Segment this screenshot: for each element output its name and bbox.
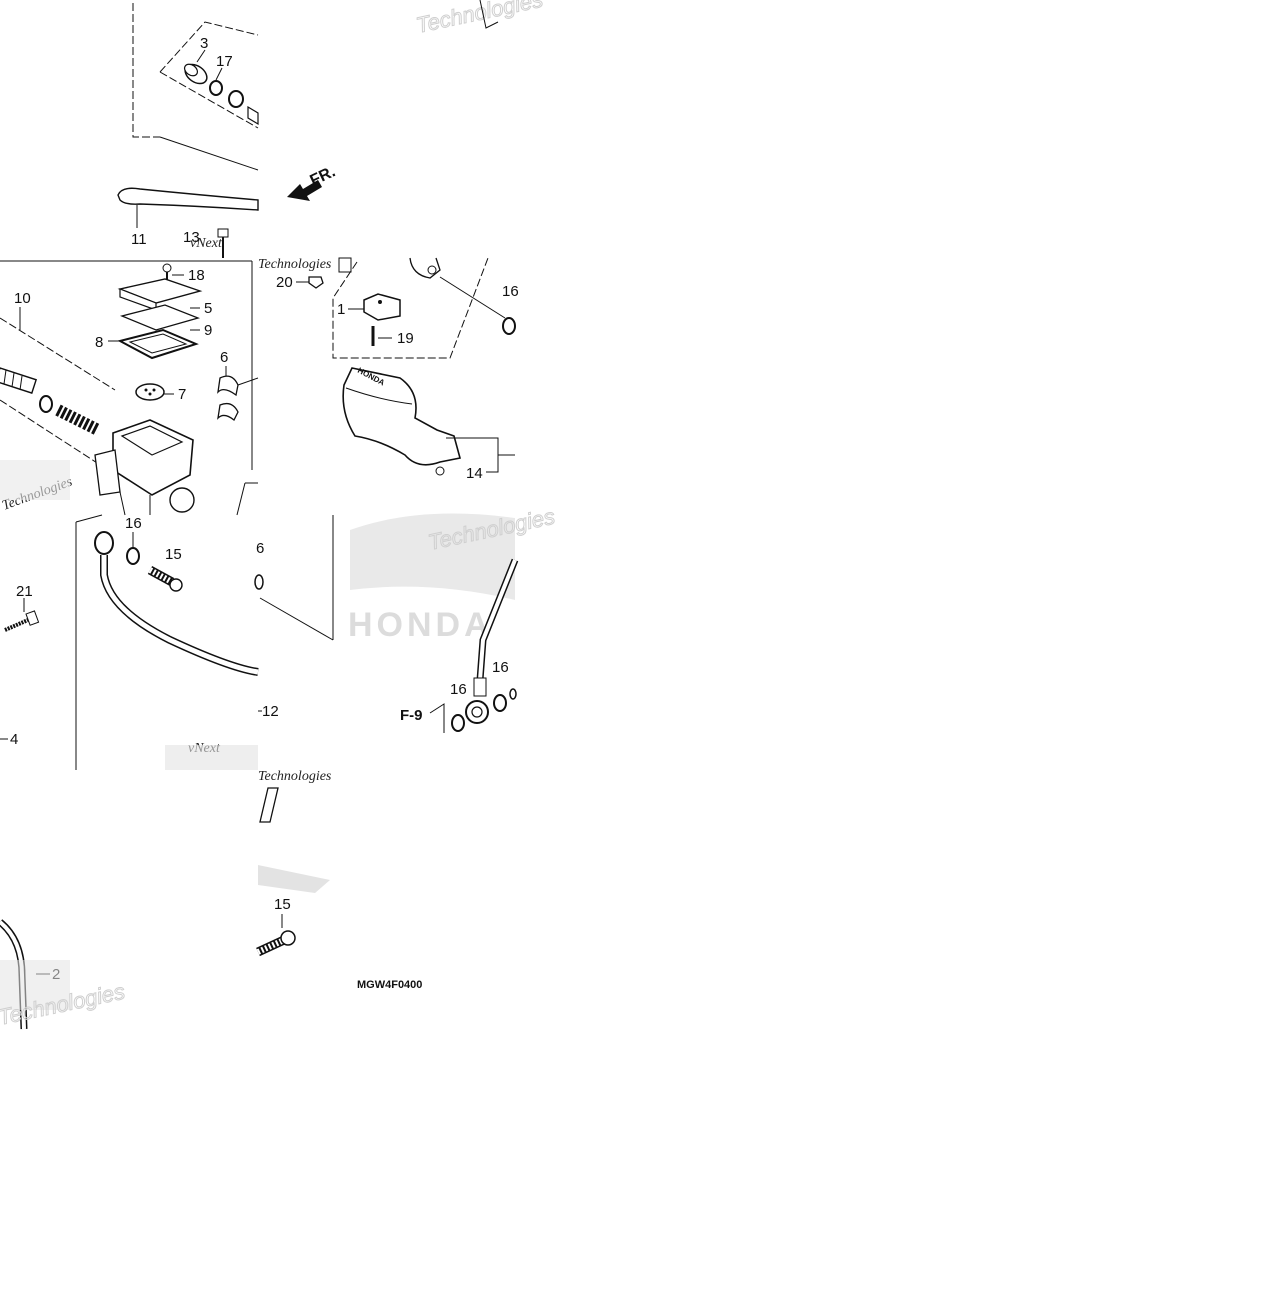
callout-16d: 16: [450, 681, 467, 698]
callout-4: 4: [10, 731, 18, 748]
callout-6b: 6: [256, 540, 264, 557]
callout-15b: 15: [274, 896, 291, 913]
bolt-15b-icon: [256, 930, 296, 957]
lower-hose-icon: [465, 558, 519, 724]
tile-brake-hose-left: 21 4 16 15 vNext: [0, 514, 259, 770]
callout-15a: 15: [165, 546, 182, 563]
callout-16c: 16: [492, 659, 509, 676]
piston-kit-icon: [0, 367, 101, 436]
callout-10: 10: [14, 290, 31, 307]
seal-icon: [228, 90, 244, 108]
nut-icon: [308, 276, 324, 289]
tile-master-cylinder-body: 18 5 9 8 7 6 10: [0, 260, 259, 516]
tile-hose-junction: 6 HONDA Technologies 16 16 F-9 12: [254, 503, 558, 733]
callout-1: 1: [337, 301, 345, 318]
plate-icon: [119, 304, 201, 331]
circlip-icon: [209, 80, 223, 96]
callout-17: 17: [216, 53, 233, 70]
callout-6: 6: [220, 349, 228, 366]
tile-switch-and-guard: Technologies 20 1 19 16 HONDA: [258, 257, 519, 482]
callout-7: 7: [178, 386, 186, 403]
diagram-code: MGW4F0400: [357, 979, 422, 991]
brake-lever-icon: [117, 187, 259, 211]
front-arrow-label: FR.: [308, 163, 339, 189]
callout-3: 3: [200, 35, 208, 52]
hand-guard-icon: HONDA: [342, 366, 461, 466]
watermark-vnext: vNext: [190, 236, 223, 251]
callout-11: 11: [131, 231, 147, 248]
watermark-tech-3: Technologies: [258, 257, 332, 272]
callout-18: 18: [188, 267, 205, 284]
callout-5: 5: [204, 300, 212, 317]
tile-bolt-and-code: Technologies 15 MGW4F0400: [256, 769, 422, 991]
honda-logo-watermark: HONDA: [348, 513, 515, 644]
tile-front-arrow: Technologies FR. vNext: [190, 0, 546, 251]
ref-f9: F-9: [400, 707, 423, 724]
callout-19: 19: [397, 330, 414, 347]
bolt-21-icon: [4, 618, 29, 632]
brake-hose-icon: [94, 531, 259, 676]
callout-12: 12: [262, 703, 279, 720]
callout-9: 9: [204, 322, 212, 339]
brake-switch-icon: [363, 293, 401, 321]
boot-part-icon: [183, 63, 208, 85]
callout-16b: 16: [125, 515, 142, 532]
watermark-tech-6: Technologies: [258, 769, 332, 784]
callout-8: 8: [95, 334, 103, 351]
washer-icon: [126, 547, 140, 565]
bolt-15-icon: [169, 578, 183, 592]
tile-hose-lower-left: 2 Technologies: [0, 919, 128, 1030]
watermark-text: Technologies: [414, 0, 545, 38]
holder-icon: [217, 375, 239, 397]
diaphragm-icon: [117, 328, 199, 360]
callout-14: 14: [466, 465, 483, 482]
float-icon: [135, 383, 165, 401]
callout-13: 13: [183, 229, 200, 246]
tile-master-cylinder-top: 3 17 11 13: [117, 3, 259, 258]
callout-16a: 16: [502, 283, 519, 300]
callout-21: 21: [16, 583, 33, 600]
master-cylinder-body-icon: [94, 419, 195, 516]
callout-20: 20: [276, 274, 293, 291]
honda-logo-text: HONDA: [348, 606, 493, 644]
front-arrow-icon: FR.: [287, 163, 338, 201]
